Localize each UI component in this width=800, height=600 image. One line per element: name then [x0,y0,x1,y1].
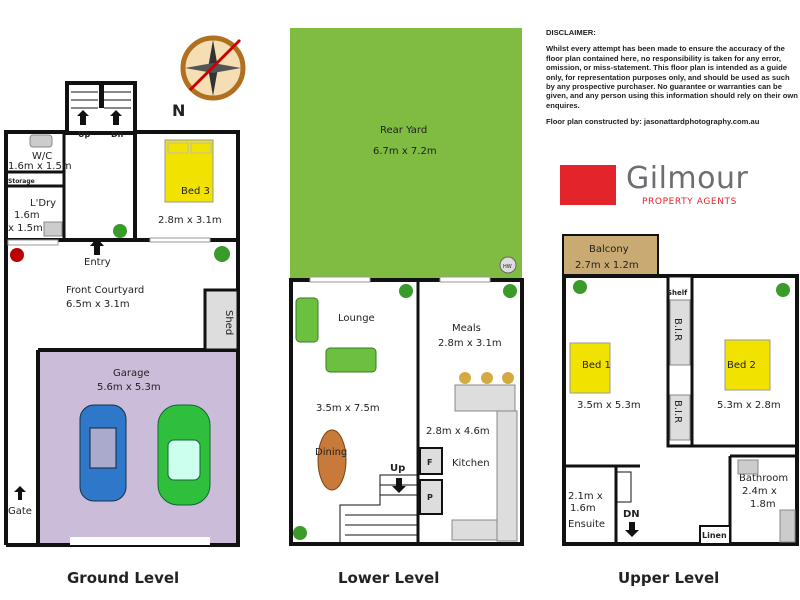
ensuite-size: 2.1m x [568,491,603,502]
ground-level-title: Ground Level [67,569,179,587]
bed-2-size: 5.3m x 2.8m [717,400,781,411]
plant-red-icon [10,248,24,262]
rear-yard-label: Rear Yard [380,125,427,136]
bathroom-label: Bathroom [739,473,788,484]
courtyard-label: Front Courtyard [66,285,144,296]
stair-treads [71,91,131,109]
courtyard-size: 6.5m x 3.1m [66,299,130,310]
kitchen-label: Kitchen [452,458,490,469]
laundry-label: L'Dry [30,198,56,209]
hot-water-label: HW [503,264,512,270]
gate-arrow-icon [14,486,26,500]
shelf-label: Shelf [667,289,688,297]
stairs-up-label: Up [390,463,405,474]
dining-table [317,429,347,491]
bed-3-furniture [164,139,214,203]
bathroom-size-2: 1.8m [750,499,776,510]
cooktop [451,519,498,541]
bed-1-size: 3.5m x 5.3m [577,400,641,411]
shed-label: Shed [223,310,234,335]
bir-label: B.I.R [672,318,683,341]
plant-icon [399,284,413,298]
gilmour-logo: Gilmour PROPERTY AGENTS [560,161,770,209]
upper-level-plan: Balcony 2.7m x 1.2m Shelf B.I.R B.I.R Be… [562,234,799,587]
dining-label: Dining [315,447,347,458]
plant-icon [293,526,307,540]
pantry-label: P [427,493,433,502]
laundry-tub [43,221,63,237]
balcony-size: 2.7m x 1.2m [575,260,639,271]
gate-label: Gate [8,506,32,517]
laundry-size-2: x 1.5m [8,223,43,234]
arrow-up-icon [77,110,89,125]
lower-level-title: Lower Level [338,569,439,587]
bed-2-furniture [724,339,771,391]
bir-label-2: B.I.R [672,400,683,423]
disclaimer: DISCLAIMER: Whilst every attempt has bee… [546,28,798,134]
plant-icon [776,283,790,297]
arrow-down-icon [625,522,639,537]
plant-icon [113,224,127,238]
arrow-down-icon [392,478,406,493]
ground-level-plan: Up Dn Bed 3 2.8m x 3.1m W/C 1.6m x 1.5m … [4,81,240,587]
sofa-icon [295,297,319,343]
storage-label: Storage [8,178,35,185]
balcony-label: Balcony [589,244,629,255]
ensuite-label: Ensuite [568,519,605,530]
garage-label: Garage [113,368,150,379]
garage-size: 5.6m x 5.3m [97,382,161,393]
laundry-size: 1.6m [14,210,40,221]
north-label: N [172,101,185,120]
wc-size: 1.6m x 1.5m [8,161,72,172]
bed-1-furniture [569,342,611,394]
meals-size: 2.8m x 3.1m [438,338,502,349]
fridge-label: F [427,458,432,467]
kitchen-size: 2.8m x 4.6m [426,426,490,437]
upper-level-title: Upper Level [618,569,719,587]
bed-3-size: 2.8m x 3.1m [158,215,222,226]
shed [203,288,240,352]
entry-arrow-icon [90,238,104,255]
arrow-up-icon [110,110,122,125]
bathroom-size: 2.4m x [742,486,777,497]
entry-label: Entry [84,257,111,268]
disclaimer-heading: DISCLAIMER: [546,28,596,37]
rear-yard [290,28,522,280]
logo-red-square [560,165,616,205]
wc-label: W/C [32,151,52,162]
stairs-down-label: DN [623,509,640,520]
lounge-label: Lounge [338,313,375,324]
meals-label: Meals [452,323,481,334]
rear-yard-size: 6.7m x 7.2m [373,146,437,157]
logo-tagline: PROPERTY AGENTS [642,197,737,207]
toilet-basin [29,134,53,148]
lounge-size: 3.5m x 7.5m [316,403,380,414]
stairs-down-label: Dn [111,130,124,139]
bed-3-label: Bed 3 [181,186,210,197]
stairs-up-label: Up [78,130,90,139]
compass-icon: N [172,35,246,120]
lower-level-plan: Rear Yard 6.7m x 7.2m HW F P Up Dining L… [289,28,524,587]
bed-2-label: Bed 2 [727,360,756,371]
logo-name: Gilmour [626,161,749,196]
linen-label: Linen [702,531,727,540]
plant-icon [573,280,587,294]
plant-icon [503,284,517,298]
kitchen-bench [454,384,516,412]
disclaimer-credit: Floor plan constructed by: jasonattardph… [546,117,760,127]
plant-icon [214,246,230,262]
bed-1-label: Bed 1 [582,360,611,371]
ensuite-size-2: 1.6m [570,503,596,514]
disclaimer-body: Whilst every attempt has been made to en… [546,44,798,110]
sofa-icon [325,347,377,373]
balcony [562,234,659,276]
